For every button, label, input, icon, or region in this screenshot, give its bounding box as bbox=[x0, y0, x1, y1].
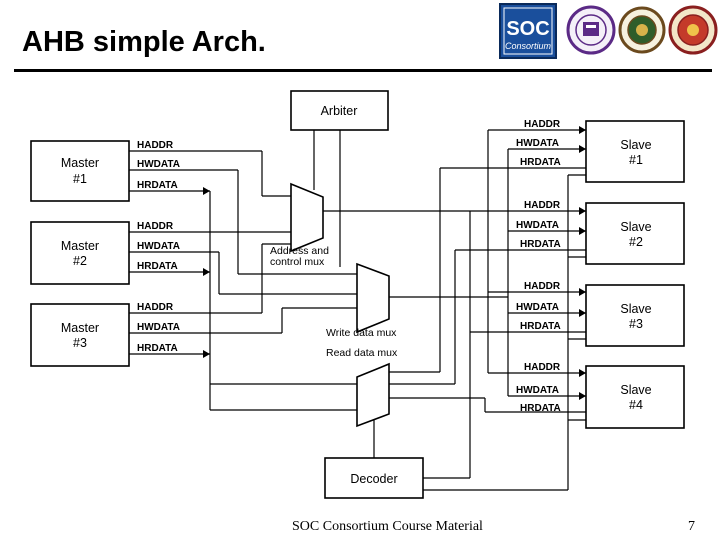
master-1-box bbox=[30, 140, 130, 202]
slave-4-label-line1: Slave bbox=[620, 383, 651, 397]
write-data-mux-shape bbox=[356, 262, 390, 334]
decoder-label: Decoder bbox=[350, 472, 397, 486]
slave-3-hwdata-label: HWDATA bbox=[516, 302, 559, 313]
soc-logo-text: SOC bbox=[506, 18, 549, 40]
master-1-hwdata-label: HWDATA bbox=[137, 159, 180, 170]
slave-2-haddr-label: HADDR bbox=[524, 200, 561, 211]
footer-text: SOC Consortium Course Material bbox=[292, 519, 483, 534]
slave-2-label-line1: Slave bbox=[620, 220, 651, 234]
slave-1-hwdata-label: HWDATA bbox=[516, 138, 559, 149]
slave-4-hwdata-label: HWDATA bbox=[516, 385, 559, 396]
master-3-hrdata-label: HRDATA bbox=[137, 343, 178, 354]
university-seal-1 bbox=[566, 5, 616, 55]
slave-1-label-line1: Slave bbox=[620, 138, 651, 152]
master-3-label-line1: Master bbox=[61, 321, 99, 335]
slave-2-box bbox=[585, 202, 685, 265]
address-control-mux-shape bbox=[290, 182, 324, 253]
master-2-haddr-label: HADDR bbox=[137, 221, 174, 232]
slave-3-hrdata-label: HRDATA bbox=[520, 321, 561, 332]
address-mux-label-line1: Address and bbox=[270, 245, 329, 257]
slave-1-box bbox=[585, 120, 685, 183]
university-seal-2 bbox=[618, 6, 666, 54]
slave-3-label-line1: Slave bbox=[620, 302, 651, 316]
slave-4-label-line2: #4 bbox=[629, 398, 643, 412]
slide-title: AHB simple Arch. bbox=[22, 26, 266, 58]
slave-2-hrdata-label: HRDATA bbox=[520, 239, 561, 250]
master-1-label-line1: Master bbox=[61, 156, 99, 170]
slave-3-box bbox=[585, 284, 685, 347]
master-2-hwdata-label: HWDATA bbox=[137, 241, 180, 252]
slave-1-hrdata-label: HRDATA bbox=[520, 157, 561, 168]
master-3-haddr-label: HADDR bbox=[137, 302, 174, 313]
master-3-label-line2: #3 bbox=[73, 336, 87, 350]
master-1-label-line2: #1 bbox=[73, 172, 87, 186]
write-data-mux-label: Write data mux bbox=[326, 327, 397, 339]
master-3-hwdata-label: HWDATA bbox=[137, 322, 180, 333]
soc-logo-subtext: Consortium bbox=[505, 41, 552, 51]
master-1-haddr-label: HADDR bbox=[137, 140, 174, 151]
read-data-mux-shape bbox=[356, 362, 390, 428]
page-number: 7 bbox=[688, 519, 695, 534]
soc-consortium-logo: SOC Consortium bbox=[499, 3, 557, 59]
master-2-label-line1: Master bbox=[61, 239, 99, 253]
slave-4-hrdata-label: HRDATA bbox=[520, 403, 561, 414]
university-seal-3 bbox=[668, 5, 718, 55]
master-3-box bbox=[30, 303, 130, 367]
slave-3-haddr-label: HADDR bbox=[524, 281, 561, 292]
slave-4-box bbox=[585, 365, 685, 429]
master-2-hrdata-label: HRDATA bbox=[137, 261, 178, 272]
master-2-box bbox=[30, 221, 130, 285]
master-2-label-line2: #2 bbox=[73, 254, 87, 268]
slave-2-hwdata-label: HWDATA bbox=[516, 220, 559, 231]
address-mux-label-line2: control mux bbox=[270, 256, 325, 268]
read-data-mux-label: Read data mux bbox=[326, 347, 398, 359]
slave-4-haddr-label: HADDR bbox=[524, 362, 561, 373]
arbiter-label: Arbiter bbox=[321, 104, 358, 118]
slave-1-label-line2: #1 bbox=[629, 153, 643, 167]
slave-2-label-line2: #2 bbox=[629, 235, 643, 249]
title-rule bbox=[14, 69, 712, 72]
slave-3-label-line2: #3 bbox=[629, 317, 643, 331]
master-1-hrdata-label: HRDATA bbox=[137, 180, 178, 191]
slave-1-haddr-label: HADDR bbox=[524, 119, 561, 130]
